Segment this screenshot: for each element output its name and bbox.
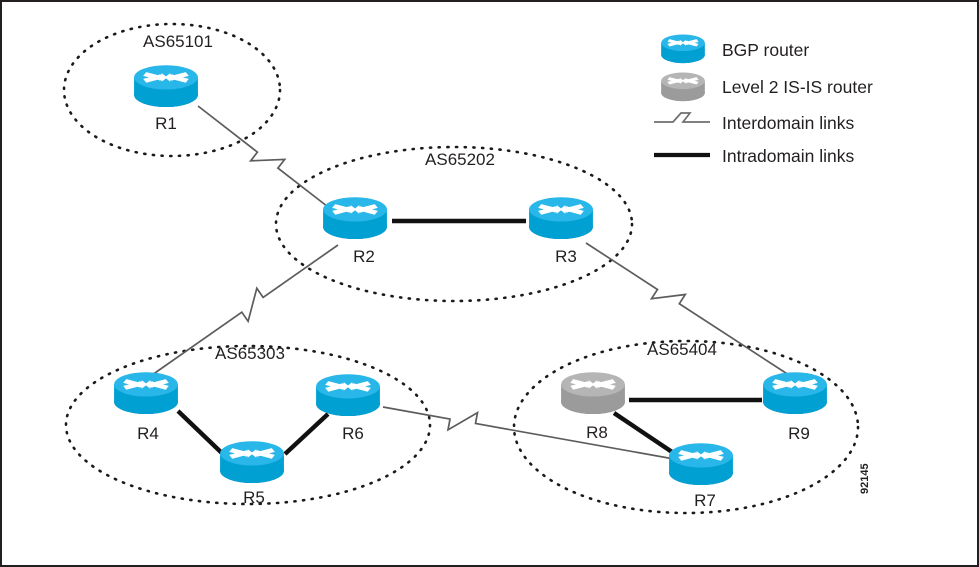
router-r9[interactable] xyxy=(763,372,827,415)
bgp-router-icon-r6 xyxy=(316,374,380,417)
domain-boundaries xyxy=(62,22,860,515)
router-r5[interactable] xyxy=(220,441,284,484)
intradomain-link-layer xyxy=(176,218,762,460)
bgp-router-icon-r1 xyxy=(134,65,198,108)
as-label-as65202: AS65202 xyxy=(425,150,495,169)
interdomain-link-r6-r7 xyxy=(382,406,703,465)
legend-label-interdomain: Interdomain links xyxy=(722,113,855,133)
router-r4[interactable] xyxy=(114,372,178,415)
router-label-r5: R5 xyxy=(243,488,265,507)
legend-label-isis-router: Level 2 IS-IS router xyxy=(722,77,873,97)
figure-id-watermark: 92145 xyxy=(859,463,871,494)
domain-boundary-as65101 xyxy=(62,22,282,158)
router-r7[interactable] xyxy=(669,443,733,486)
bgp-router-icon-r5 xyxy=(220,441,284,484)
bgp-router-icon-r7 xyxy=(669,443,733,486)
bgp-router-icon-r3 xyxy=(529,197,593,240)
legend-label-intradomain: Intradomain links xyxy=(722,146,855,166)
router-label-r2: R2 xyxy=(353,247,375,266)
router-label-r3: R3 xyxy=(555,247,577,266)
router-r6[interactable] xyxy=(316,374,380,417)
interdomain-link-r2-r4 xyxy=(151,244,339,376)
legend-label-bgp-router: BGP router xyxy=(722,40,809,60)
bgp-router-icon-r2 xyxy=(323,197,387,240)
domain-boundary-as65202 xyxy=(274,145,634,303)
router-label-r4: R4 xyxy=(137,424,159,443)
intradomain-link-r4-r5 xyxy=(176,409,228,459)
router-label-r6: R6 xyxy=(342,424,364,443)
router-r3[interactable] xyxy=(529,197,593,240)
router-label-r8: R8 xyxy=(586,423,608,442)
intradomain-link-r8-r7 xyxy=(612,411,683,460)
router-label-r1: R1 xyxy=(155,114,177,133)
router-r2[interactable] xyxy=(323,197,387,240)
isis-router-icon-r8 xyxy=(561,372,625,415)
interdomain-link-r3-r9 xyxy=(585,242,793,378)
domain-boundary-as65404 xyxy=(512,339,860,515)
intradomain-link-r5-r6 xyxy=(283,412,330,456)
router-label-r9: R9 xyxy=(788,424,810,443)
as-label-as65101: AS65101 xyxy=(143,32,213,51)
bgp-router-icon-r9 xyxy=(763,372,827,415)
isis-router-icon xyxy=(661,72,705,102)
router-r1[interactable] xyxy=(134,65,198,108)
figure-id-text: 92145 xyxy=(859,463,871,494)
as-label-as65404: AS65404 xyxy=(647,340,717,359)
interdomain-link-r1-r2 xyxy=(197,105,333,211)
interdomain-link-icon xyxy=(654,112,710,123)
bgp-router-icon-r4 xyxy=(114,372,178,415)
router-label-r7: R7 xyxy=(694,491,716,510)
interdomain-link-layer xyxy=(151,105,793,465)
router-layer xyxy=(114,65,827,486)
bgp-router-icon xyxy=(661,34,705,64)
router-r8[interactable] xyxy=(561,372,625,415)
as-label-as65303: AS65303 xyxy=(215,344,285,363)
domain-boundary-as65303 xyxy=(64,344,432,506)
